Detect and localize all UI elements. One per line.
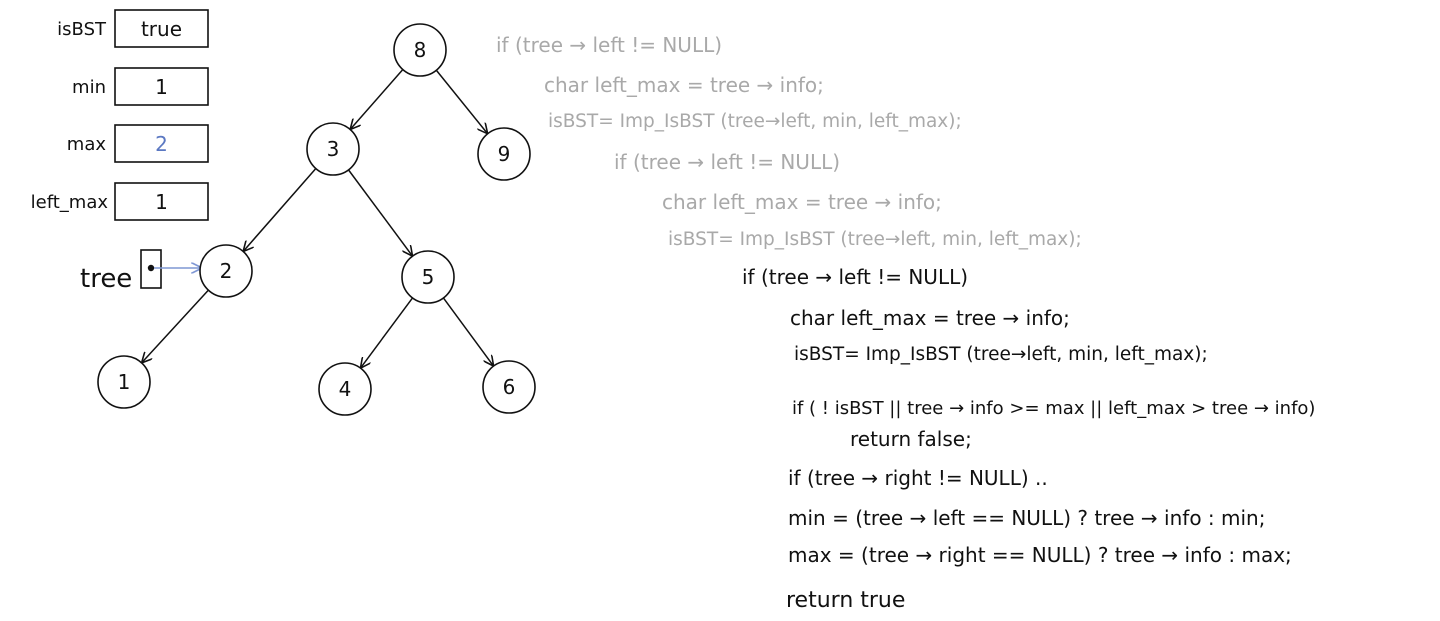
tree-node-circle [477,127,531,181]
variable-label-min: min [72,77,106,98]
code-line-15: return true [786,588,905,613]
tree-pointer-label: tree [80,264,132,294]
variable-panel: isBST true min 1 max 2 left_max 1 [31,9,209,221]
tree-node-circle [97,355,151,409]
variable-box-left-max [114,182,209,221]
variable-value-max: 2 [155,132,168,156]
tree-pointer-dot [147,264,155,272]
tree-node-circle [306,122,360,176]
tree-node-9: 9 [477,127,531,181]
variable-box-max [114,124,209,163]
tree-node-6: 6 [482,360,536,414]
variable-value-min: 1 [155,75,168,99]
tree-node-1: 1 [97,355,151,409]
tree-edges [142,69,493,368]
tree-pointer: tree [80,249,201,294]
tree-node-label: 2 [220,259,233,283]
code-line-4: if (tree → left != NULL) [614,150,840,174]
tree-node-label: 4 [339,377,352,401]
tree-node-label: 1 [118,370,131,394]
variable-label-left-max: left_max [31,192,109,213]
variable-box-min [114,67,209,106]
tree-node-circle [199,244,253,298]
tree-edge-5-6 [442,297,493,365]
tree-node-circle [482,360,536,414]
tree-node-label: 6 [503,375,516,399]
tree-node-circle [318,362,372,416]
code-line-3: isBST= Imp_IsBST (tree→left, min, left_m… [548,111,962,132]
code-line-1: if (tree → left != NULL) [496,33,722,57]
code-line-6: isBST= Imp_IsBST (tree→left, min, left_m… [668,229,1082,250]
tree-node-label: 5 [422,265,435,289]
code-line-12: if (tree → right != NULL) .. [788,466,1048,490]
tree-node-2: 2 [199,244,253,298]
tree-edge-2-1 [142,289,209,362]
code-trace: if (tree → left != NULL) char left_max = … [496,33,1315,613]
variable-label-isBST: isBST [57,19,107,40]
tree-edge-8-3 [351,69,404,129]
tree-edge-5-4 [361,297,414,367]
variable-value-left-max: 1 [155,190,168,214]
code-line-13: min = (tree → left == NULL) ? tree → inf… [788,506,1265,530]
variable-label-max: max [67,134,107,155]
tree-nodes: 8 3 9 2 5 1 4 6 [97,23,536,416]
tree-node-8: 8 [393,23,447,77]
tree-node-5: 5 [401,250,455,304]
tree-edge-8-9 [435,69,487,133]
tree-node-label: 9 [498,142,511,166]
code-line-2: char left_max = tree → info; [544,73,824,97]
code-line-5: char left_max = tree → info; [662,190,942,214]
code-line-8: char left_max = tree → info; [790,306,1070,330]
tree-edge-3-5 [347,169,411,255]
variable-box-isBST [114,9,209,48]
tree-node-3: 3 [306,122,360,176]
code-line-9: isBST= Imp_IsBST (tree→left, min, left_m… [794,344,1208,365]
tree-node-circle [393,23,447,77]
code-line-10: if ( ! isBST || tree → info >= max || le… [792,398,1315,419]
tree-node-4: 4 [318,362,372,416]
code-line-7: if (tree → left != NULL) [742,265,968,289]
tree-node-circle [401,250,455,304]
tree-edge-3-2 [244,168,317,251]
tree-node-label: 3 [327,137,340,161]
variable-value-isBST: true [141,17,182,41]
code-line-11: return false; [850,427,972,451]
code-line-14: max = (tree → right == NULL) ? tree → in… [788,543,1292,567]
tree-node-label: 8 [414,38,427,62]
